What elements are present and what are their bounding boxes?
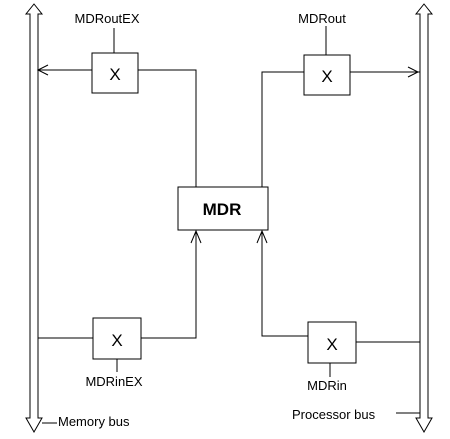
gate-mdr-in-ex-symbol: X (111, 331, 122, 350)
memory-bus-label: Memory bus (58, 414, 130, 429)
processor-bus (414, 3, 434, 434)
gate-mdr-out-symbol: X (321, 67, 332, 86)
mdr-register: MDR (177, 186, 269, 231)
mdr-register-label: MDR (203, 200, 242, 219)
path-processor-bus-to-mdr (256, 229, 420, 343)
processor-bus-label-group: Processor bus (292, 407, 420, 422)
gate-mdr-out: X MDRout (298, 11, 351, 96)
path-mdr-to-processor-bus (261, 66, 420, 187)
gate-mdr-in: X MDRin (307, 321, 357, 393)
path-memory-bus-to-mdr (38, 229, 202, 339)
path-mdr-to-memory-bus (36, 64, 197, 187)
gate-mdr-in-symbol: X (326, 335, 337, 354)
gate-mdr-out-ex: X MDRoutEX (74, 11, 140, 94)
gate-mdr-in-ex-label: MDRinEX (85, 374, 142, 389)
memory-bus-label-group: Memory bus (42, 414, 130, 429)
memory-bus (24, 3, 44, 434)
processor-bus-label: Processor bus (292, 407, 376, 422)
gate-mdr-in-label: MDRin (307, 378, 347, 393)
gate-mdr-out-ex-symbol: X (109, 65, 120, 84)
gate-mdr-out-ex-label: MDRoutEX (74, 11, 139, 26)
gate-mdr-in-ex: X MDRinEX (85, 317, 143, 389)
gate-mdr-out-label: MDRout (298, 11, 346, 26)
